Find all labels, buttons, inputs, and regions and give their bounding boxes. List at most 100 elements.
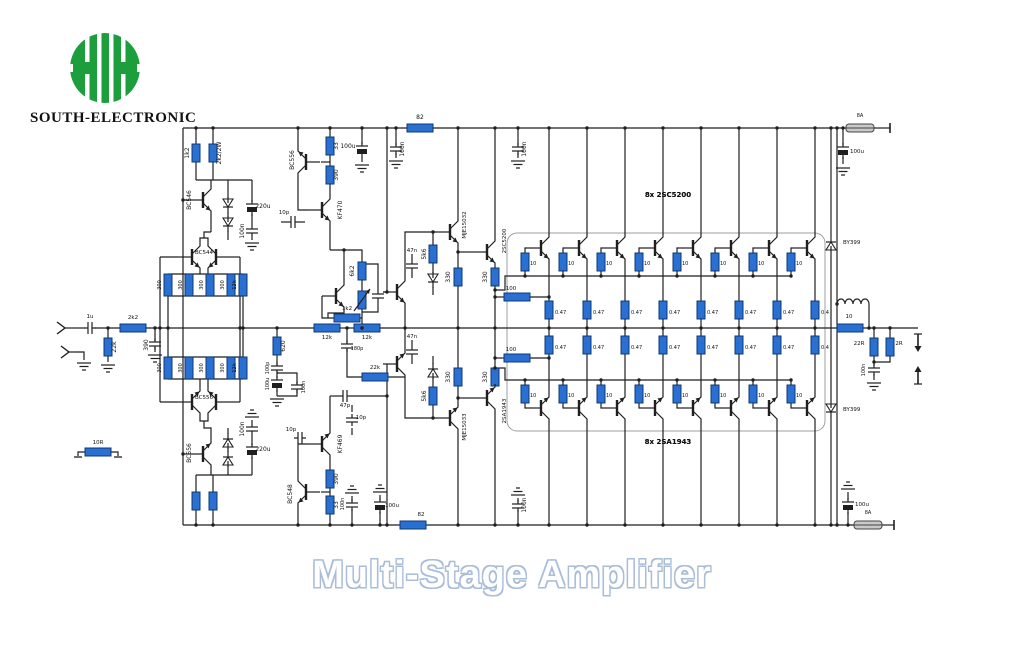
resistor	[406, 123, 434, 133]
label-10p: 10p	[286, 427, 297, 433]
resistor	[325, 165, 335, 185]
junction-dot	[623, 326, 627, 330]
wire	[191, 404, 201, 416]
label-0.47: 0.47	[745, 345, 756, 351]
junction-dot	[456, 523, 460, 527]
resistor	[272, 336, 282, 356]
label-390: 390	[333, 169, 340, 181]
junction-dot	[599, 274, 603, 278]
junction-dot	[835, 523, 839, 527]
junction-dot	[661, 523, 665, 527]
inductor	[836, 298, 870, 305]
label-100n: 100n	[340, 498, 346, 511]
wire	[616, 250, 626, 262]
junction-dot	[737, 126, 741, 130]
label-BC556: BC556	[186, 443, 193, 463]
junction-dot	[456, 326, 460, 330]
logo-emblem-icon	[70, 33, 140, 103]
label-2SC5200: 2SC5200	[502, 228, 508, 253]
label-220u: 220u	[255, 446, 270, 453]
wire	[790, 247, 793, 253]
wire	[202, 456, 212, 468]
label-300: 300	[157, 363, 163, 373]
resistor	[520, 252, 530, 272]
wire	[638, 403, 641, 409]
label-KF470: KF470	[337, 200, 344, 219]
junction-dot	[775, 326, 779, 330]
label-47p: 47p	[340, 403, 351, 409]
resistor	[810, 335, 820, 355]
resistor	[558, 384, 568, 404]
resistor	[490, 267, 500, 287]
wire	[449, 404, 459, 416]
junction-dot	[456, 396, 460, 400]
label-8x 2SC5200: 8x 2SC5200	[645, 191, 691, 199]
resistor	[428, 244, 438, 264]
wire	[396, 366, 406, 378]
junction-dot	[585, 326, 589, 330]
resistor	[191, 491, 201, 511]
label-100n: 100n	[239, 223, 246, 238]
label-10: 10	[720, 261, 726, 267]
resistor	[503, 353, 531, 363]
label-1u: 1u	[87, 314, 94, 320]
junction-dot	[829, 523, 833, 527]
junction-dot	[872, 326, 876, 330]
label-12k: 12k	[232, 363, 238, 372]
wire	[191, 259, 201, 271]
label-300: 300	[220, 363, 226, 373]
wire	[191, 388, 201, 400]
label-10: 10	[568, 261, 574, 267]
label-100n: 100n	[239, 421, 246, 436]
resistor	[634, 252, 644, 272]
transistor-emitter-arrow	[324, 215, 330, 221]
wire	[692, 394, 702, 406]
wire	[449, 218, 459, 230]
junction-dot	[637, 274, 641, 278]
wire	[396, 294, 406, 306]
wire	[524, 403, 527, 409]
output-arrow-head	[914, 366, 922, 372]
label-10: 10	[682, 393, 688, 399]
resistor	[658, 335, 668, 355]
label-0.47: 0.47	[555, 310, 566, 316]
label-2k2/2W: 2k2/2W	[216, 141, 223, 164]
wire	[578, 250, 588, 262]
wire	[321, 196, 331, 208]
resistor	[634, 384, 644, 404]
label-100n: 100n	[399, 141, 406, 156]
junction-dot	[675, 274, 679, 278]
junction-dot	[813, 126, 817, 130]
label-10: 10	[796, 261, 802, 267]
wire	[752, 247, 755, 253]
label-0.47: 0.47	[745, 310, 756, 316]
resistor	[238, 356, 248, 380]
wire	[486, 238, 496, 250]
transistor-emitter-arrow	[399, 353, 405, 359]
junction-dot	[493, 523, 497, 527]
junction-dot	[523, 274, 527, 278]
transistor-emitter-arrow	[695, 397, 701, 403]
wire	[486, 400, 496, 412]
wire	[362, 302, 379, 313]
label-12k: 12k	[322, 335, 333, 341]
label-0.47: 0.47	[707, 310, 718, 316]
junction-dot	[637, 378, 641, 382]
wire	[806, 410, 816, 422]
wire	[790, 403, 793, 409]
wire	[335, 298, 345, 310]
wire	[362, 263, 379, 290]
label-8A: 8A	[857, 113, 864, 119]
junction-dot	[775, 523, 779, 527]
wire	[202, 202, 212, 214]
label-0.47: 0.47	[631, 345, 642, 351]
label-BC546: BC546	[186, 190, 193, 210]
wire	[207, 243, 217, 255]
resistor	[710, 384, 720, 404]
junction-dot	[872, 360, 876, 364]
junction-dot	[699, 326, 703, 330]
label-220u: 220u	[255, 203, 270, 210]
wire	[297, 478, 307, 490]
wire	[540, 250, 550, 262]
wire	[638, 247, 641, 253]
